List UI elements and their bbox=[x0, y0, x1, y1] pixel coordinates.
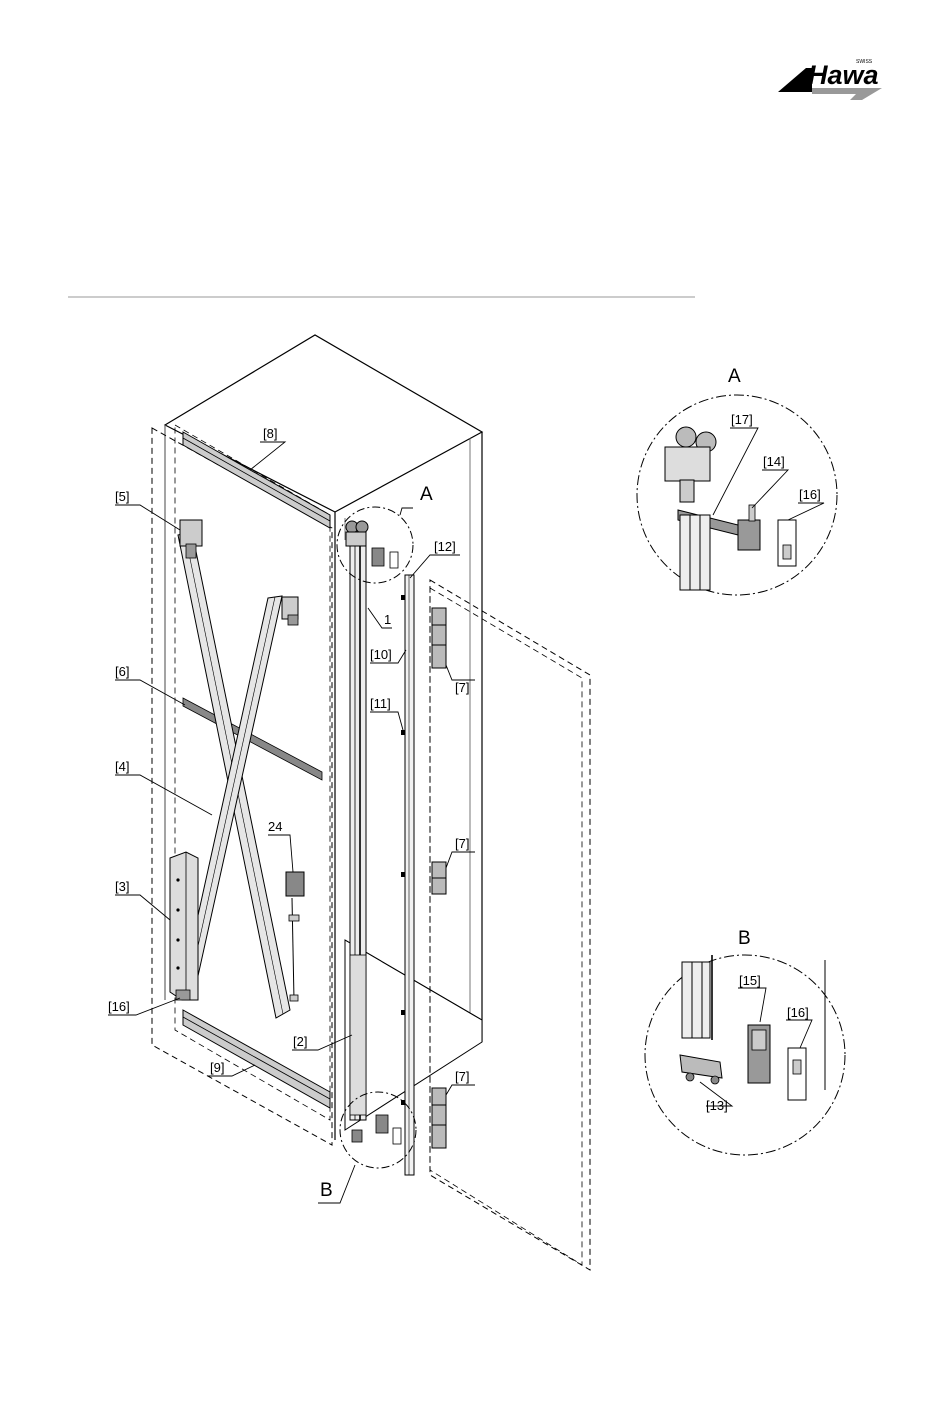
lower-profile-2 bbox=[350, 955, 366, 1115]
detail-b-title: B bbox=[738, 928, 751, 949]
callout-9: [9] bbox=[210, 1060, 224, 1075]
callout-2: [2] bbox=[293, 1034, 307, 1049]
callout-7-top: [7] bbox=[455, 680, 469, 695]
latch-24 bbox=[286, 872, 304, 1001]
callout-5: [5] bbox=[115, 489, 129, 504]
callout-7-mid: [7] bbox=[455, 836, 469, 851]
bracket-upper-right bbox=[282, 597, 298, 625]
callout-11: [11] bbox=[370, 696, 391, 711]
cabinet-top-face bbox=[165, 335, 482, 512]
callout-leaders bbox=[108, 442, 475, 1203]
door-profile-10 bbox=[405, 575, 414, 1175]
logo-wedge-icon bbox=[778, 68, 812, 92]
right-door-outline bbox=[430, 580, 590, 1270]
detail-a-title: A bbox=[728, 366, 741, 387]
detail-a-label-17: [17] bbox=[731, 412, 753, 427]
detail-b-profile bbox=[682, 962, 710, 1038]
callout-4: [4] bbox=[115, 759, 129, 774]
callout-7-bottom: [7] bbox=[455, 1069, 469, 1084]
callout-3: [3] bbox=[115, 879, 129, 894]
detail-b-label-16: [16] bbox=[787, 1005, 809, 1020]
hinge-7-mid bbox=[432, 862, 446, 894]
trolley-body bbox=[665, 447, 710, 481]
part-14 bbox=[738, 520, 760, 550]
callout-8: [8] bbox=[263, 426, 277, 441]
logo-subtext: SWISS bbox=[856, 59, 873, 65]
part-13 bbox=[680, 1055, 722, 1078]
detail-a-label-14: [14] bbox=[763, 454, 785, 469]
wheel-icon bbox=[676, 427, 696, 447]
detail-a-profile bbox=[680, 515, 710, 590]
callout-16: [16] bbox=[108, 999, 130, 1014]
detail-a-label-16: [16] bbox=[799, 487, 821, 502]
callout-b-marker: B bbox=[320, 1180, 333, 1201]
callout-10: [10] bbox=[370, 647, 392, 662]
hinge-7-top bbox=[432, 608, 446, 668]
callout-12: [12] bbox=[434, 539, 456, 554]
hinge-7-bottom bbox=[432, 1088, 446, 1148]
hawa-logo: Hawa SWISS bbox=[778, 59, 882, 100]
vertical-profile-3 bbox=[170, 852, 198, 1000]
detail-b-label-15: [15] bbox=[739, 973, 761, 988]
callout-24: 24 bbox=[268, 819, 282, 834]
detail-a: A [17] [14] [16] bbox=[637, 366, 837, 595]
vertical-profile-1 bbox=[350, 540, 366, 1120]
logo-swoosh-icon bbox=[812, 88, 882, 100]
callout-6: [6] bbox=[115, 664, 129, 679]
bottom-rail-9 bbox=[183, 1010, 330, 1108]
callout-1: 1 bbox=[384, 612, 391, 627]
callout-a-marker: A bbox=[420, 484, 433, 505]
detail-b: B [15] [16] [13] bbox=[645, 928, 845, 1155]
detail-b-label-13: [13] bbox=[706, 1098, 728, 1113]
